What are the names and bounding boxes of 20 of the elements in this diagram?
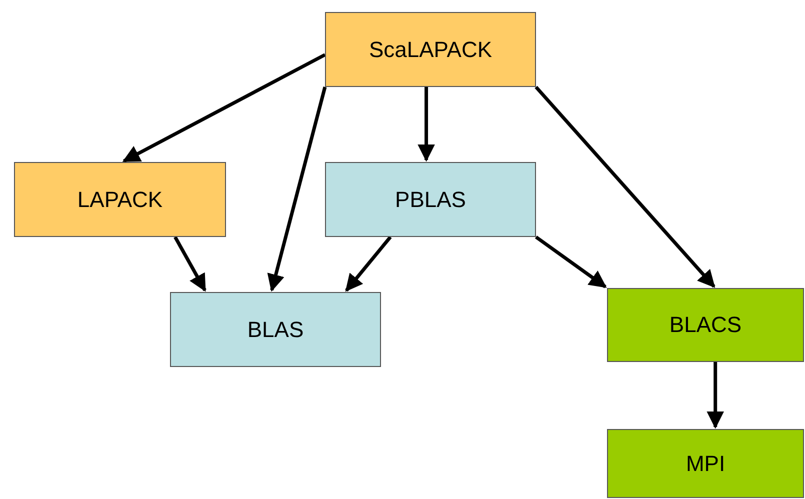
arrow	[534, 86, 716, 288]
arrow	[267, 86, 327, 292]
arrow	[534, 236, 607, 288]
library-box	[14, 162, 226, 237]
arrow	[122, 53, 326, 163]
arrow	[345, 236, 392, 292]
library-box	[325, 12, 536, 87]
arrow	[174, 236, 206, 292]
node-label: MPI	[686, 450, 726, 476]
library-box	[607, 429, 804, 498]
node-label: BLACS	[669, 312, 742, 338]
node-label: BLAS	[247, 316, 304, 342]
node-label: LAPACK	[77, 186, 163, 212]
node-label: PBLAS	[395, 186, 466, 212]
arrow	[706, 362, 724, 429]
library-box	[607, 288, 804, 362]
library-box	[325, 162, 536, 237]
arrow	[418, 87, 436, 162]
node-label: ScaLAPACK	[368, 36, 492, 62]
library-box	[170, 292, 381, 367]
